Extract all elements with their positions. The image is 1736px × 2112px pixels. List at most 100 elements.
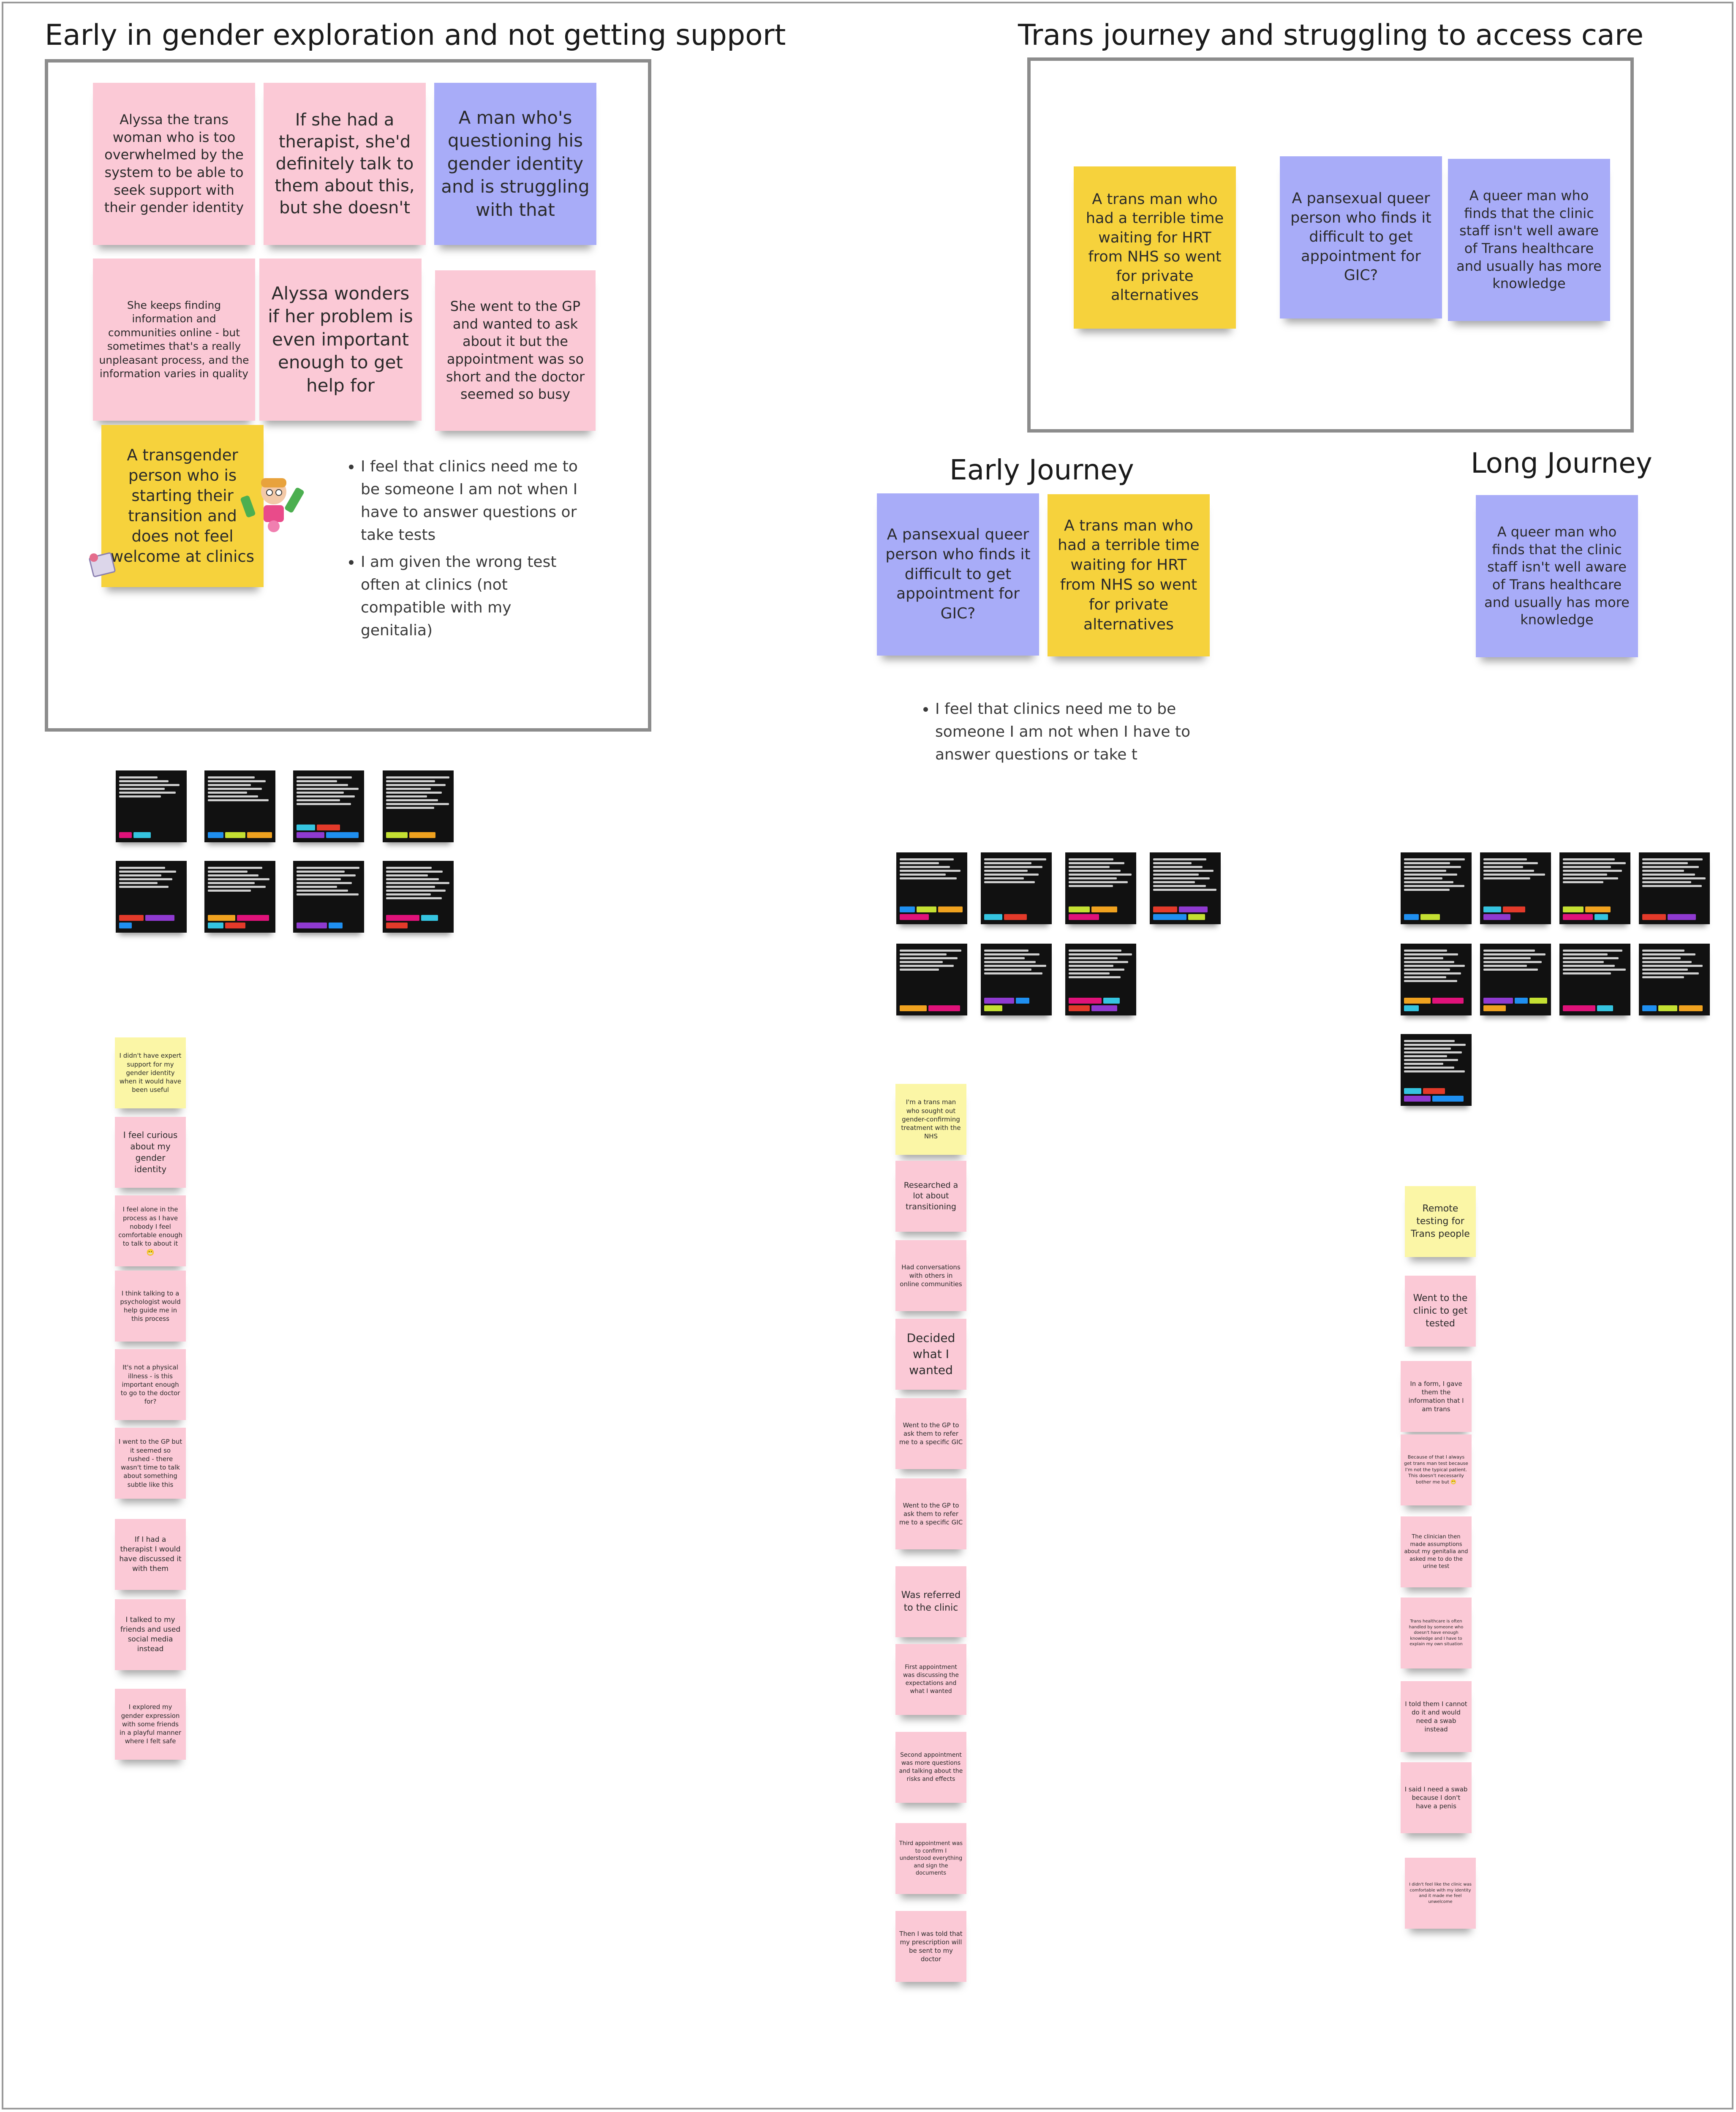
card-text-line xyxy=(1404,858,1465,860)
dark-note-card[interactable] xyxy=(1150,852,1221,924)
dark-note-card[interactable] xyxy=(1401,1034,1472,1106)
sticky-note[interactable]: I told them I cannot do it and would nee… xyxy=(1401,1681,1472,1752)
dark-note-card[interactable] xyxy=(1639,852,1710,924)
sticky-note[interactable]: I think talking to a psychologist would … xyxy=(115,1271,186,1342)
sticky-note[interactable]: Had conversations with others in online … xyxy=(895,1240,966,1311)
card-tag-row xyxy=(1069,998,1133,1011)
sticky-note[interactable]: The clinician then made assumptions abou… xyxy=(1401,1516,1472,1587)
card-tag xyxy=(900,914,929,920)
sticky-note[interactable]: First appointment was discussing the exp… xyxy=(895,1644,966,1715)
sticky-note[interactable]: Third appointment was to confirm I under… xyxy=(895,1823,966,1894)
dark-note-card[interactable] xyxy=(383,770,454,842)
sticky-note[interactable]: A man who's questioning his gender ident… xyxy=(434,83,596,245)
sticky-note[interactable]: Trans healthcare is often handled by som… xyxy=(1401,1598,1472,1668)
dark-note-card[interactable] xyxy=(981,944,1052,1015)
card-text-line xyxy=(1404,950,1447,952)
card-tag xyxy=(119,832,132,838)
sticky-note[interactable]: Because of that I always get trans man t… xyxy=(1401,1434,1472,1505)
sticky-note[interactable]: A pansexual queer person who finds it di… xyxy=(877,493,1039,656)
sticky-note[interactable]: I went to the GP but it seemed so rushed… xyxy=(115,1428,186,1499)
card-tag xyxy=(1642,914,1666,920)
sticky-note[interactable]: I said I need a swab because I don't hav… xyxy=(1401,1762,1472,1833)
dark-note-card[interactable] xyxy=(1559,944,1630,1015)
card-tag xyxy=(1091,1005,1117,1011)
card-text-line xyxy=(1404,969,1450,971)
dark-note-card[interactable] xyxy=(1639,944,1710,1015)
sticky-note[interactable]: A pansexual queer person who finds it di… xyxy=(1280,156,1442,318)
card-text-line xyxy=(984,969,1032,971)
sticky-note[interactable]: I didn't feel like the clinic was comfor… xyxy=(1405,1858,1476,1929)
sticky-note[interactable]: I explored my gender expression with som… xyxy=(115,1689,186,1760)
dark-note-card[interactable] xyxy=(1480,852,1551,924)
card-text-line xyxy=(386,871,443,873)
card-text-line xyxy=(297,788,359,790)
card-tag xyxy=(1423,1088,1445,1094)
sticky-note[interactable]: Remote testing for Trans people xyxy=(1405,1186,1476,1257)
card-text-line xyxy=(1404,965,1465,967)
sticky-note[interactable]: In a form, I gave them the information t… xyxy=(1401,1361,1472,1432)
dark-note-card[interactable] xyxy=(293,770,364,842)
sticky-note[interactable]: Researched a lot about transitioning xyxy=(895,1161,966,1232)
bullet-list[interactable]: I feel that clinics need me to be someon… xyxy=(342,455,580,646)
sticky-note[interactable]: I feel curious about my gender identity xyxy=(115,1117,186,1188)
sticky-note[interactable]: I didn't have expert support for my gend… xyxy=(115,1037,186,1108)
sticky-note[interactable]: If she had a therapist, she'd definitely… xyxy=(264,83,426,245)
card-text-line xyxy=(1642,877,1706,879)
card-text-line xyxy=(1563,858,1615,860)
dark-note-card[interactable] xyxy=(1559,852,1630,924)
sticky-note[interactable]: I'm a trans man who sought out gender-co… xyxy=(895,1084,966,1155)
sticky-note[interactable]: I feel alone in the process as I have no… xyxy=(115,1195,186,1266)
dark-note-card[interactable] xyxy=(896,852,967,924)
card-text-line xyxy=(1153,858,1207,860)
sticky-note[interactable]: It's not a physical illness - is this im… xyxy=(115,1349,186,1420)
frame-early-support[interactable] xyxy=(45,59,651,732)
sticky-note[interactable]: A trans man who had a terrible time wait… xyxy=(1074,166,1236,329)
sticky-note[interactable]: Went to the clinic to get tested xyxy=(1405,1276,1476,1347)
sticky-note[interactable]: Went to the GP to ask them to refer me t… xyxy=(895,1398,966,1469)
dark-note-card[interactable] xyxy=(1480,944,1551,1015)
dark-note-card[interactable] xyxy=(1065,944,1136,1015)
card-text-line xyxy=(984,957,1025,959)
sticky-note[interactable]: She keeps finding information and commun… xyxy=(93,259,255,421)
sticky-note[interactable]: Alyssa wonders if her problem is even im… xyxy=(259,259,422,421)
card-text-line xyxy=(1404,870,1447,872)
dark-note-card[interactable] xyxy=(383,861,454,933)
card-text-line xyxy=(1069,976,1121,978)
dark-note-card[interactable] xyxy=(204,770,275,842)
dark-note-card[interactable] xyxy=(1401,852,1472,924)
card-text-line xyxy=(297,882,352,884)
card-text-line xyxy=(208,795,258,797)
sticky-note[interactable]: A queer man who finds that the clinic st… xyxy=(1448,159,1610,321)
sticky-note[interactable]: A trans man who had a terrible time wait… xyxy=(1048,494,1210,656)
dark-note-card[interactable] xyxy=(1065,852,1136,924)
sticky-note[interactable]: Then I was told that my prescription wil… xyxy=(895,1911,966,1982)
dark-note-card[interactable] xyxy=(116,770,187,842)
sticky-note[interactable]: A transgender person who is starting the… xyxy=(101,425,264,587)
dark-note-card[interactable] xyxy=(204,861,275,933)
dark-note-card[interactable] xyxy=(981,852,1052,924)
sticky-note[interactable]: Was referred to the clinic xyxy=(895,1566,966,1637)
card-tag xyxy=(1069,1005,1090,1011)
dark-note-card[interactable] xyxy=(293,861,364,933)
sticky-note[interactable]: She went to the GP and wanted to ask abo… xyxy=(435,270,596,431)
card-text-line xyxy=(900,953,947,955)
card-text-line xyxy=(297,803,351,805)
dark-note-card[interactable] xyxy=(896,944,967,1015)
group-title-long-journey: Long Journey xyxy=(1471,447,1652,479)
dark-note-card[interactable] xyxy=(116,861,187,933)
dark-note-card[interactable] xyxy=(1401,944,1472,1015)
bullet-list[interactable]: I feel that clinics need me to be someon… xyxy=(917,698,1205,770)
sticky-note[interactable]: I talked to my friends and used social m… xyxy=(115,1599,186,1670)
card-text-line xyxy=(1642,885,1702,887)
card-text-line xyxy=(1153,889,1217,891)
sticky-note[interactable]: Decided what I wanted xyxy=(895,1319,966,1390)
sticky-note[interactable]: Second appointment was more questions an… xyxy=(895,1732,966,1803)
card-text-line xyxy=(900,961,943,963)
sticky-note[interactable]: A queer man who finds that the clinic st… xyxy=(1476,495,1638,657)
card-text-line xyxy=(297,867,359,869)
sticky-note[interactable]: Went to the GP to ask them to refer me t… xyxy=(895,1478,966,1549)
card-tag xyxy=(225,832,245,838)
frame-trans-access[interactable] xyxy=(1027,57,1634,433)
sticky-note[interactable]: Alyssa the trans woman who is too overwh… xyxy=(93,83,255,245)
sticky-note[interactable]: If I had a therapist I would have discus… xyxy=(115,1519,186,1590)
